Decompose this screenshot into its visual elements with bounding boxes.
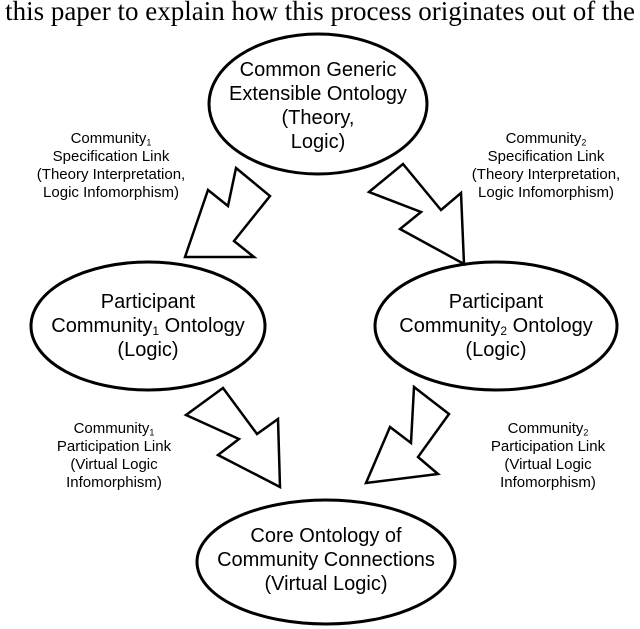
part1-subscript: 1 bbox=[149, 427, 155, 438]
part2-subscript: 2 bbox=[583, 427, 589, 438]
spec2-line-1: Community2 bbox=[452, 130, 640, 148]
part1-line-4: Infomorphism) bbox=[66, 474, 162, 491]
generic-line-1: Common Generic bbox=[239, 59, 397, 81]
specification-link-1-label: Community1 Specification Link (Theory In… bbox=[0, 130, 222, 202]
spec2-line-3: (Theory Interpretation, bbox=[471, 166, 621, 183]
part1-line-1: Community1 bbox=[24, 420, 204, 438]
participation-link-2-label: Community2 Participation Link (Virtual L… bbox=[458, 420, 638, 492]
part2-line-1: Community2 bbox=[458, 420, 638, 438]
part2-line-1-pre: Community bbox=[507, 420, 584, 437]
community2-ontology-label: Participant Community2 Ontology (Logic) bbox=[376, 290, 616, 362]
specification-arrow-2 bbox=[366, 162, 466, 267]
community2-line-2-post: Ontology bbox=[507, 315, 593, 337]
spec2-line-1-pre: Community bbox=[505, 130, 582, 147]
specification-arrow-1 bbox=[183, 165, 272, 259]
part2-line-2: Participation Link bbox=[490, 438, 606, 455]
spec1-line-3: (Theory Interpretation, bbox=[36, 166, 186, 183]
community1-line-2-post: Ontology bbox=[159, 315, 245, 337]
part2-line-4: Infomorphism) bbox=[500, 474, 596, 491]
core-ontology-label: Core Ontology of Community Connections (… bbox=[196, 524, 456, 596]
core-line-1: Core Ontology of bbox=[250, 525, 402, 547]
participation-arrow-1 bbox=[183, 386, 282, 490]
participation-arrow-2 bbox=[363, 384, 451, 485]
community2-subscript: 2 bbox=[500, 324, 508, 338]
core-ontology-ellipse bbox=[195, 498, 457, 626]
community1-line-2: Community1 Ontology bbox=[30, 314, 266, 338]
generic-ontology-label: Common Generic Extensible Ontology (Theo… bbox=[208, 58, 428, 154]
spec1-line-2: Specification Link bbox=[52, 148, 170, 165]
participation-link-1-label: Community1 Participation Link (Virtual L… bbox=[24, 420, 204, 492]
part1-line-2: Participation Link bbox=[56, 438, 172, 455]
community2-line-1: Participant bbox=[448, 291, 544, 313]
spec1-line-1: Community1 bbox=[0, 130, 222, 148]
community2-ontology-ellipse bbox=[373, 260, 619, 392]
community1-subscript: 1 bbox=[152, 324, 160, 338]
core-line-2: Community Connections bbox=[217, 549, 435, 571]
spec1-line-1-pre: Community bbox=[70, 130, 147, 147]
community1-ontology-label: Participant Community1 Ontology (Logic) bbox=[30, 290, 266, 362]
community1-line-3: (Logic) bbox=[117, 339, 179, 361]
community1-line-2-pre: Community bbox=[51, 315, 153, 337]
generic-line-4: Logic) bbox=[290, 131, 346, 153]
part1-line-1-pre: Community bbox=[73, 420, 150, 437]
part2-line-3: (Virtual Logic bbox=[504, 456, 592, 473]
community1-line-1: Participant bbox=[100, 291, 196, 313]
spec2-line-4: Logic Infomorphism) bbox=[478, 184, 614, 201]
community1-ontology-ellipse bbox=[29, 260, 267, 392]
cropped-paper-text: this paper to explain how this process o… bbox=[5, 0, 635, 26]
community2-line-3: (Logic) bbox=[465, 339, 527, 361]
spec1-subscript: 1 bbox=[146, 137, 152, 148]
part1-line-3: (Virtual Logic bbox=[70, 456, 158, 473]
generic-ontology-ellipse bbox=[207, 32, 429, 176]
core-line-3: (Virtual Logic) bbox=[264, 573, 388, 595]
spec2-subscript: 2 bbox=[581, 137, 587, 148]
spec1-line-4: Logic Infomorphism) bbox=[43, 184, 179, 201]
spec2-line-2: Specification Link bbox=[487, 148, 605, 165]
generic-line-3: (Theory, bbox=[281, 107, 355, 129]
specification-link-2-label: Community2 Specification Link (Theory In… bbox=[452, 130, 640, 202]
community2-line-2: Community2 Ontology bbox=[376, 314, 616, 338]
generic-line-2: Extensible Ontology bbox=[229, 83, 407, 105]
community2-line-2-pre: Community bbox=[399, 315, 501, 337]
